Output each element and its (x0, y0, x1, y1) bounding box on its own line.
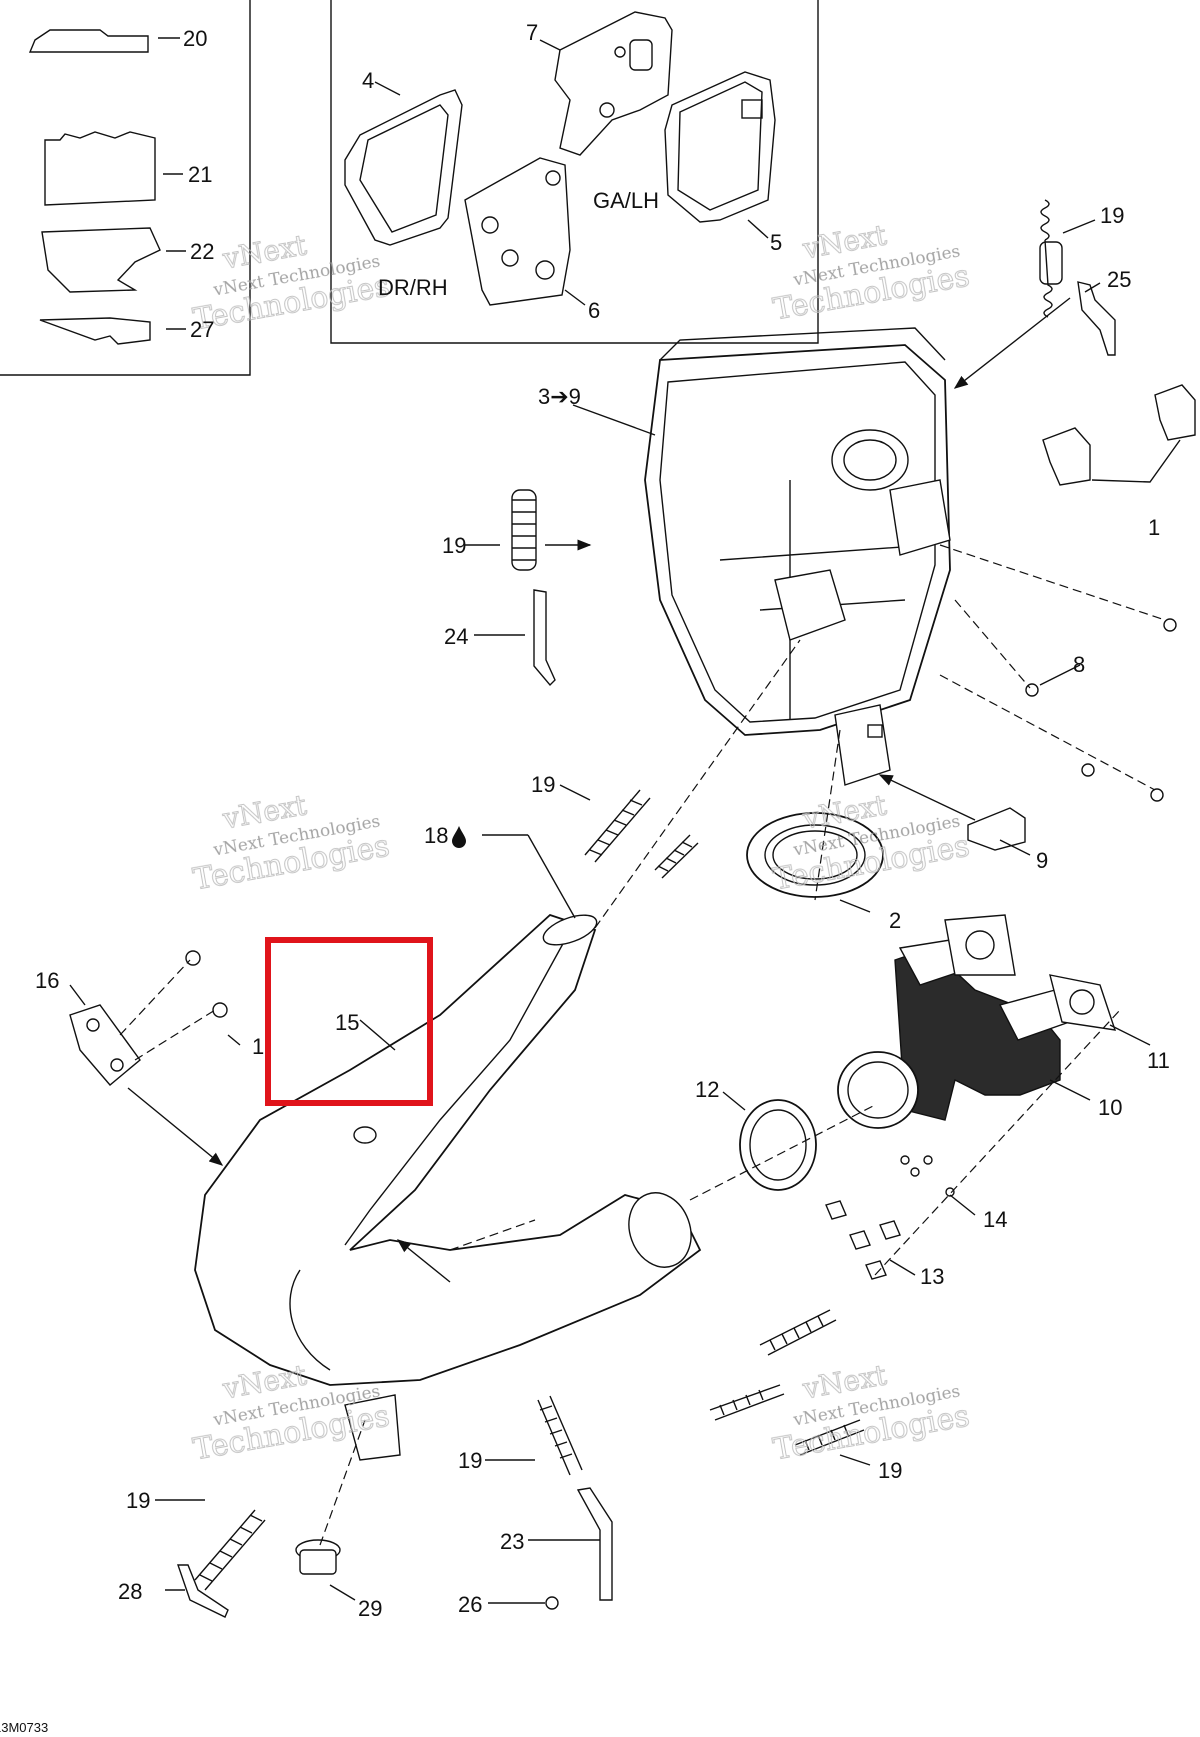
arrow-icon (878, 774, 976, 821)
callout-15: 15 (335, 1010, 359, 1035)
callout-11: 11 (1147, 1048, 1170, 1073)
callout-19-lower-right: 19 (878, 1458, 902, 1483)
part-4-cover-rh (344, 89, 463, 246)
highlight-box-part-15 (265, 937, 433, 1106)
callout-26: 26 (458, 1592, 482, 1617)
diagram-code: 13M0733 (0, 1720, 48, 1735)
part-15-tuned-pipe (194, 913, 702, 1461)
callout-8: 8 (1073, 652, 1085, 677)
part-24-bracket (533, 589, 556, 687)
callout-27: 27 (190, 317, 214, 342)
arrow-icon (396, 1239, 451, 1283)
callout-22: 22 (190, 239, 214, 264)
callout-23: 23 (500, 1529, 524, 1554)
top-inset-box (330, 0, 819, 344)
callout-16: 16 (35, 968, 59, 993)
label-dr-rh: DR/RH (378, 275, 448, 300)
callout-12: 12 (695, 1077, 719, 1102)
spring-19-lower-left (194, 1509, 266, 1591)
spring-19-mid-left (511, 489, 537, 571)
spring-19-lower-right (709, 1309, 865, 1456)
part-8-screws (1025, 618, 1177, 802)
part-3to9-silencer-box (644, 327, 951, 786)
callout-19-top-right: 19 (1100, 203, 1124, 228)
spring-19-lower-center (537, 1395, 583, 1476)
part-28-bracket (177, 1564, 229, 1618)
arrow-icon (953, 297, 1071, 389)
part-1-clip-lower (1042, 427, 1091, 486)
callout-3to9: 3➔9 (538, 384, 581, 409)
part-26-screw (545, 1596, 559, 1610)
part-6-plate-rh (464, 157, 571, 306)
part-5-cover-lh (664, 71, 776, 223)
callout-25: 25 (1107, 267, 1131, 292)
callout-2: 2 (889, 908, 901, 933)
callout-28: 28 (118, 1579, 142, 1604)
part-12-ring (739, 1099, 817, 1191)
callout-7: 7 (526, 20, 538, 45)
callout-labels: 20 21 22 27 4 7 5 6 DR/RH GA/LH 3➔9 19 2… (0, 20, 1170, 1735)
callout-17-partial: 1 (252, 1034, 264, 1059)
callout-19-mid-left: 19 (442, 533, 466, 558)
part-17-grommet-b (212, 1002, 228, 1018)
part-17-grommet-a (185, 950, 201, 966)
callout-21: 21 (188, 162, 212, 187)
part-16-bracket (69, 1004, 141, 1086)
callout-4: 4 (362, 68, 374, 93)
spring-19-top-right (1039, 199, 1063, 318)
callout-6: 6 (588, 298, 600, 323)
callout-18: 18 (424, 823, 448, 848)
callout-14: 14 (983, 1207, 1007, 1232)
callout-10: 10 (1098, 1095, 1122, 1120)
part-21-panel (44, 131, 156, 206)
part-13-bolts (825, 1200, 901, 1280)
callout-9: 9 (1036, 848, 1048, 873)
spring-19-center (584, 789, 699, 879)
callout-19-lower-center: 19 (458, 1448, 482, 1473)
part-1-clip-upper (1154, 384, 1196, 441)
callout-1: 1 (1148, 515, 1160, 540)
part-22-panel (41, 227, 161, 293)
part-23-bracket (576, 1487, 613, 1601)
part-9-clip (967, 807, 1026, 851)
callout-29: 29 (358, 1596, 382, 1621)
label-ga-lh: GA/LH (593, 188, 659, 213)
callout-20: 20 (183, 26, 207, 51)
arrow-icon (127, 1087, 224, 1166)
callout-19-center: 19 (531, 772, 555, 797)
part-11-gasket-lower (1049, 974, 1117, 1031)
part-7-plate-lh (554, 11, 673, 156)
callout-5: 5 (770, 230, 782, 255)
callout-19-lower-left: 19 (126, 1488, 150, 1513)
leader-lines (69, 219, 1151, 1604)
callout-24: 24 (444, 624, 468, 649)
part-20-sticker (28, 29, 149, 53)
part-14-nuts (900, 1155, 955, 1197)
callout-13: 13 (920, 1264, 944, 1289)
part-29-bumper (295, 1539, 341, 1575)
part-25-bracket (1077, 281, 1116, 356)
drop-icon (452, 826, 466, 848)
left-inset-box (0, 0, 251, 376)
part-11-gasket-upper (944, 914, 1016, 976)
part-27-strip (39, 317, 151, 345)
